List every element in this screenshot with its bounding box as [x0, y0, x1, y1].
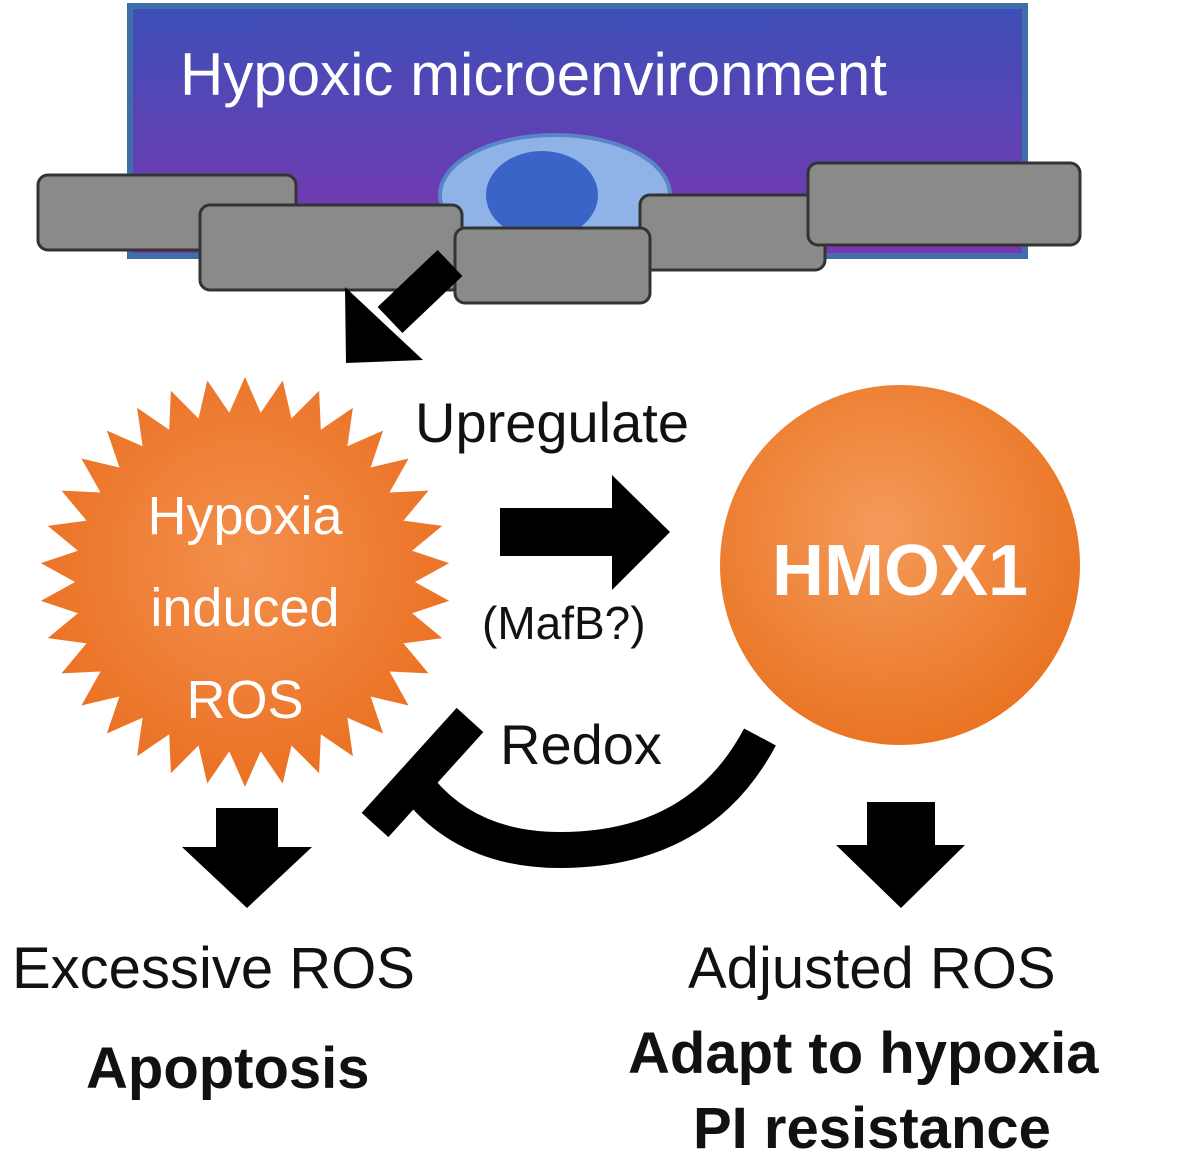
- hmox1-node: [720, 385, 1080, 745]
- pi-resistance-label: PI resistance: [693, 1096, 1051, 1158]
- mafb-label: (MafB?): [482, 597, 646, 649]
- upregulate-label: Upregulate: [415, 391, 689, 454]
- hmox1-label: HMOX1: [771, 531, 1029, 611]
- ros-label: Hypoxia induced ROS: [147, 486, 343, 730]
- header-title: Hypoxic microenvironment: [180, 41, 887, 108]
- adjusted-ros-label: Adjusted ROS: [688, 936, 1056, 1001]
- arrow-down-left: [182, 808, 312, 908]
- excessive-ros-label: Excessive ROS: [12, 936, 415, 1001]
- arrow-hypoxia-to-ros: [345, 249, 463, 363]
- redox-inhibition-arc: [361, 707, 776, 869]
- stromal-cell: [806, 161, 1082, 247]
- arrow-down-right: [836, 802, 965, 908]
- adapt-hypoxia-label: Adapt to hypoxia: [628, 1021, 1099, 1086]
- stromal-cell: [638, 193, 827, 272]
- stromal-cell: [453, 226, 652, 305]
- arrow-upregulate: [500, 475, 670, 590]
- redox-label: Redox: [500, 713, 662, 776]
- ros-starburst: [40, 377, 450, 787]
- cell-nucleus: [486, 151, 598, 239]
- apoptosis-label: Apoptosis: [86, 1036, 370, 1101]
